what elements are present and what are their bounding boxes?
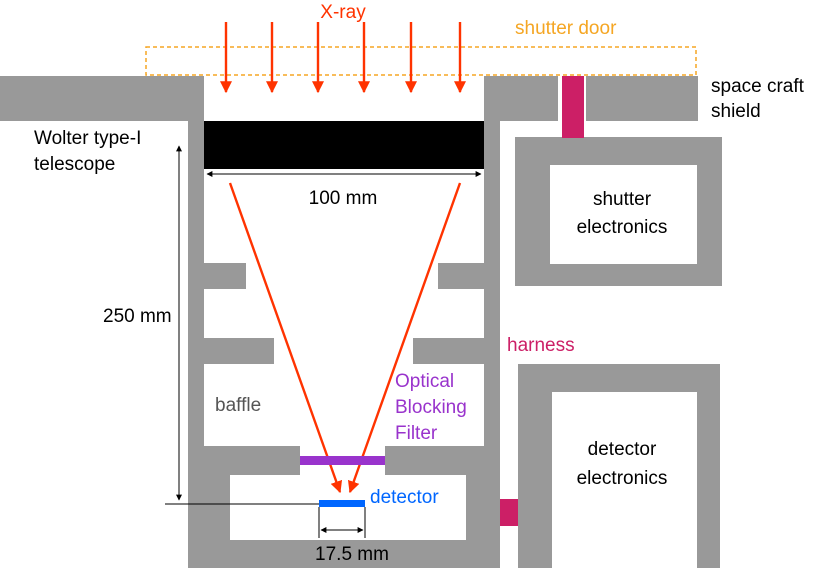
focused-ray-left bbox=[228, 182, 343, 494]
detector-electronics-label-1: detector bbox=[588, 439, 657, 460]
harness-shutter-connector bbox=[562, 76, 584, 138]
filter-plate-right bbox=[385, 446, 484, 475]
filter-label-3: Filter bbox=[395, 423, 438, 444]
baffle-left-1 bbox=[204, 263, 246, 289]
detector-electronics-label-2: electronics bbox=[577, 468, 668, 489]
baffle-right-1 bbox=[438, 263, 484, 289]
xray-label: X-ray bbox=[320, 2, 366, 23]
telescope-label-1: Wolter type-I bbox=[34, 128, 141, 149]
aperture-dimension-label: 100 mm bbox=[309, 188, 378, 209]
telescope-housing bbox=[188, 76, 500, 568]
shield-right-segment-b bbox=[586, 76, 698, 121]
housing-right-wall bbox=[484, 76, 500, 568]
filter-label-1: Optical bbox=[395, 371, 454, 392]
optical-blocking-filter bbox=[300, 456, 385, 465]
shutter-door-label: shutter door bbox=[515, 18, 617, 39]
detector-label: detector bbox=[370, 487, 439, 508]
shutter-door bbox=[145, 46, 697, 76]
xray-arrows bbox=[220, 22, 466, 94]
spacecraft-shield bbox=[0, 76, 698, 121]
shield-left-segment bbox=[0, 76, 190, 121]
detector-chamber-bottom bbox=[204, 540, 484, 568]
housing-left-wall bbox=[188, 76, 204, 568]
baffle-right-2 bbox=[413, 338, 484, 364]
spacecraft-shield-label-1: space craft bbox=[711, 76, 805, 97]
harness-detector-connector bbox=[500, 499, 518, 526]
shutter-electronics-label-1: shutter bbox=[593, 189, 652, 210]
baffle-label: baffle bbox=[215, 395, 261, 416]
wolter-telescope bbox=[204, 121, 484, 169]
filter-label-2: Blocking bbox=[395, 397, 467, 418]
detector-element bbox=[319, 500, 365, 507]
telescope-label-2: telescope bbox=[34, 154, 115, 175]
detector-dimension-label: 17.5 mm bbox=[315, 544, 389, 565]
shutter-electronics-box bbox=[515, 137, 722, 286]
detector-electronics-box bbox=[518, 364, 720, 568]
baffle-left-2 bbox=[204, 338, 274, 364]
spacecraft-shield-label-2: shield bbox=[711, 101, 761, 122]
focused-ray-right bbox=[347, 182, 462, 494]
filter-plate-left bbox=[204, 446, 300, 475]
length-dimension-label: 250 mm bbox=[103, 306, 172, 327]
harness-label: harness bbox=[507, 335, 575, 356]
shutter-electronics-label-2: electronics bbox=[577, 217, 668, 238]
focused-rays bbox=[228, 182, 462, 494]
